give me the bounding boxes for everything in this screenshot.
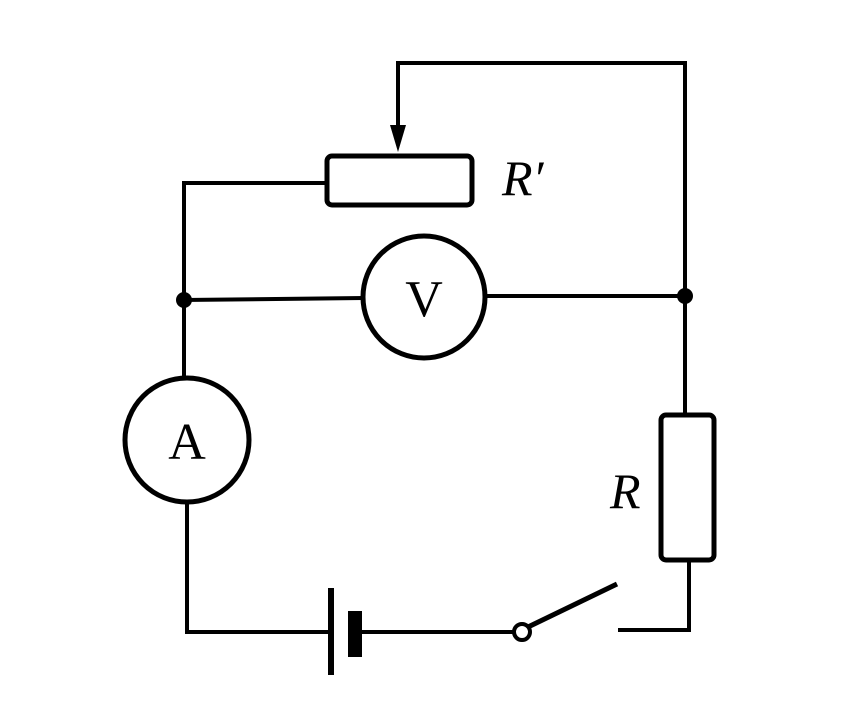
- slider-arrow-icon: [390, 125, 406, 152]
- voltmeter-circle: [360, 233, 488, 361]
- resistor-body: [658, 412, 717, 563]
- switch: [512, 581, 691, 642]
- voltmeter-branch: V: [181, 233, 687, 361]
- rheostat-left-wire: [182, 181, 329, 302]
- slider-wire: [390, 61, 687, 298]
- switch-lever: [526, 581, 619, 630]
- ammeter-bottom-wire: [185, 500, 329, 634]
- voltmeter-left-wire: [181, 295, 365, 303]
- resistor-branch: R: [609, 294, 717, 632]
- rheostat: R′: [324, 150, 545, 208]
- switch-pivot: [512, 622, 532, 642]
- rheostat-label: R′: [501, 150, 545, 206]
- resistor-label: R: [609, 463, 641, 519]
- ammeter-label: A: [168, 414, 206, 471]
- battery: [328, 588, 516, 675]
- battery-short-plate: [348, 611, 362, 657]
- voltmeter-label: V: [405, 271, 443, 328]
- ammeter-branch: A: [122, 298, 329, 634]
- rheostat-body: [324, 153, 475, 208]
